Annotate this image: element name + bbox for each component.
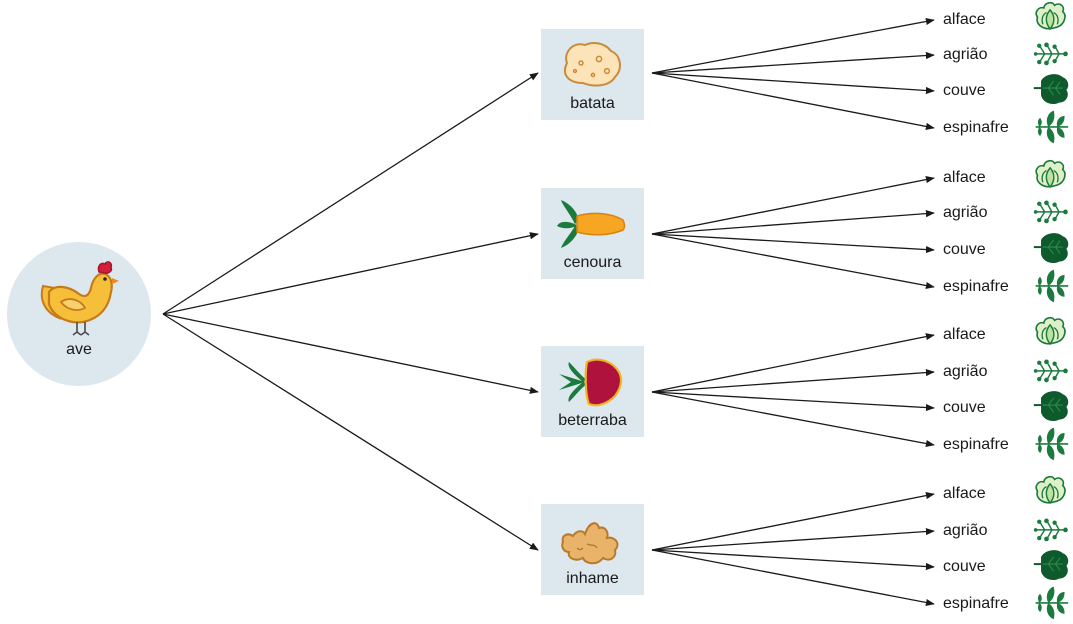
edge-root-to-beterraba (162, 313, 539, 394)
edge-root-to-inhame (162, 313, 539, 551)
node-batata: batata (541, 29, 644, 120)
potato-icon (564, 42, 621, 87)
leaf-label: alface (943, 169, 986, 186)
edge-batata-to-alface (651, 17, 935, 74)
edge-cenoura-to-alface (651, 176, 935, 235)
node-label: inhame (566, 570, 619, 587)
leaf-label: alface (943, 485, 986, 502)
edge-batata-to-agrião (651, 51, 935, 74)
root-label: ave (66, 341, 92, 358)
spinach-icon (1035, 269, 1069, 303)
yam-icon (561, 522, 619, 565)
edge-root-to-cenoura (162, 232, 539, 315)
watercress-icon (1033, 518, 1068, 542)
leaf-label: espinafre (943, 278, 1009, 295)
leaf-label: couve (943, 82, 986, 99)
edge-batata-to-espinafre (651, 72, 935, 130)
lettuce-icon (1035, 316, 1066, 345)
edge-inhame-to-couve (651, 549, 935, 571)
node-beterraba: beterraba (541, 346, 644, 437)
edge-root-to-batata (162, 72, 539, 315)
chicken-icon (40, 261, 119, 336)
watercress-icon (1033, 42, 1068, 66)
edge-beterraba-to-couve (651, 391, 935, 412)
edge-beterraba-to-agrião (651, 368, 935, 393)
edge-inhame-to-alface (651, 492, 935, 551)
lettuce-icon (1035, 475, 1066, 504)
edge-inhame-to-espinafre (651, 549, 935, 607)
leaf-label: alface (943, 326, 986, 343)
lettuce-icon (1035, 1, 1066, 30)
watercress-icon (1033, 200, 1068, 224)
leaf-label: agrião (943, 204, 988, 221)
carrot-icon (557, 200, 626, 248)
edge-beterraba-to-espinafre (651, 391, 935, 448)
leaf-label: alface (943, 11, 986, 28)
leaf-label: agrião (943, 46, 988, 63)
spinach-icon (1035, 586, 1069, 620)
root-node-ave: ave (7, 242, 151, 386)
kale-icon (1033, 391, 1069, 421)
lettuce-icon (1035, 159, 1066, 188)
kale-icon (1033, 74, 1069, 104)
leaf-label: couve (943, 241, 986, 258)
spinach-icon (1035, 427, 1069, 461)
watercress-icon (1033, 359, 1068, 383)
leaf-label: espinafre (943, 595, 1009, 612)
node-inhame: inhame (541, 504, 644, 595)
leaf-label: couve (943, 399, 986, 416)
edge-batata-to-couve (651, 72, 935, 95)
edge-inhame-to-agrião (651, 527, 935, 551)
node-label: cenoura (563, 254, 622, 271)
spinach-icon (1035, 110, 1069, 144)
kale-icon (1033, 550, 1069, 580)
leaf-label: agrião (943, 363, 988, 380)
leaf-label: couve (943, 558, 986, 575)
kale-icon (1033, 233, 1069, 263)
node-cenoura: cenoura (541, 188, 644, 279)
edge-beterraba-to-alface (651, 333, 935, 393)
leaf-label: agrião (943, 522, 988, 539)
leaf-label: espinafre (943, 119, 1009, 136)
node-label: batata (570, 95, 615, 112)
node-label: beterraba (558, 412, 627, 429)
edge-cenoura-to-espinafre (651, 233, 935, 290)
edge-cenoura-to-couve (651, 233, 935, 254)
leaf-label: espinafre (943, 436, 1009, 453)
beet-icon (559, 358, 623, 407)
edge-cenoura-to-agrião (651, 210, 935, 235)
